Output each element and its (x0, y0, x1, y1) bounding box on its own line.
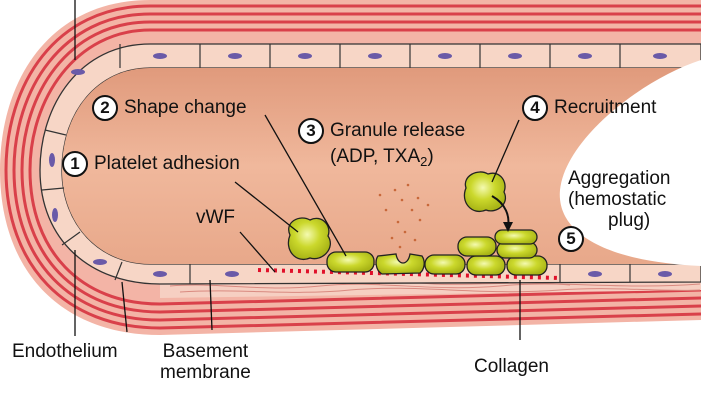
platelets (287, 171, 548, 276)
endothelial-cells (41, 44, 631, 284)
label-endothelium: Endothelium (12, 341, 118, 362)
platelet-shape-changed (326, 251, 375, 273)
cut-end (559, 60, 701, 266)
cell-nuclei (49, 53, 672, 277)
platelet-aggregate (506, 255, 548, 276)
wall-stripes (4, 4, 701, 330)
step-2-badge: 2 (92, 95, 118, 121)
basement-line-1: Basement (162, 341, 249, 362)
granule-particles (378, 183, 430, 249)
step-3-badge: 3 (298, 118, 324, 144)
step-3-text: Granule release (330, 120, 466, 142)
basement-line-2: membrane (160, 362, 251, 383)
aggregation-line-3: plug) (608, 210, 651, 231)
adp-text: (ADP, TXA (330, 146, 421, 167)
step-4-badge: 4 (522, 95, 548, 121)
platelet-aggregate (466, 255, 506, 276)
platelet-aggregate (424, 254, 466, 275)
aggregation-line-2: (hemostatic (568, 189, 667, 210)
step-1-text: Platelet adhesion (94, 153, 240, 175)
step-2-text: Shape change (124, 97, 247, 119)
label-shape-change: 2 Shape change (92, 95, 247, 121)
aggregation-line-1: Aggregation (568, 168, 671, 189)
step-1-badge: 1 (62, 151, 88, 177)
platelet-adhered (287, 217, 331, 260)
leader-lines (74, 0, 521, 340)
label-recruitment: 4 Recruitment (522, 95, 656, 121)
label-collagen: Collagen (474, 356, 549, 377)
platelet-aggregate (457, 236, 497, 257)
label-aggregation: Aggregation (hemostatic plug) (568, 168, 670, 231)
label-adp-txa2: (ADP, TXA2) (330, 146, 434, 172)
vwf-dots (257, 268, 561, 280)
step-5-badge-wrap: 5 (558, 226, 590, 252)
paren: ) (427, 146, 434, 167)
label-vwf: vWF (196, 207, 236, 228)
label-basement-membrane: Basement membrane (160, 341, 251, 383)
step-4-text: Recruitment (554, 97, 657, 119)
label-granule-release: 3 Granule release (298, 118, 465, 144)
step-5-badge: 5 (558, 226, 584, 252)
label-platelet-adhesion: 1 Platelet adhesion (62, 151, 240, 177)
subscript: 2 (420, 154, 428, 169)
platelet-releasing (375, 253, 425, 275)
platelet-recruited (463, 171, 507, 213)
platelet-aggregate (494, 229, 538, 245)
